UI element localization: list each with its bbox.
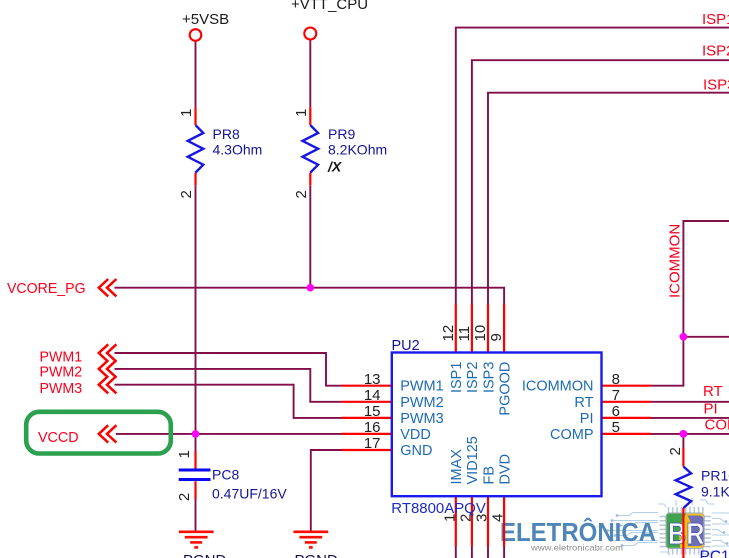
- svg-text:PGND: PGND: [183, 552, 227, 558]
- svg-text:2: 2: [457, 514, 474, 522]
- svg-text:PR8: PR8: [213, 126, 240, 142]
- svg-text:RT: RT: [574, 395, 593, 411]
- svg-text:COMP: COMP: [550, 427, 594, 443]
- svg-text:GND: GND: [400, 443, 432, 459]
- svg-text:PGOOD: PGOOD: [497, 362, 513, 416]
- svg-text:+VTT_CPU: +VTT_CPU: [291, 0, 368, 13]
- svg-text:1: 1: [176, 450, 193, 458]
- svg-text:PWM2: PWM2: [400, 395, 444, 411]
- svg-text:2: 2: [176, 493, 193, 501]
- svg-text:0.47UF/16V: 0.47UF/16V: [212, 485, 287, 501]
- svg-text:10: 10: [472, 325, 489, 342]
- svg-text:VCCD: VCCD: [38, 429, 79, 446]
- svg-text:PWM1: PWM1: [400, 379, 444, 395]
- svg-text:ISP3: ISP3: [481, 362, 497, 393]
- svg-text:ISP1: ISP1: [702, 11, 729, 28]
- svg-text:RT8800APQV: RT8800APQV: [391, 501, 486, 517]
- svg-text:PR10: PR10: [701, 467, 729, 483]
- svg-text:9.1K: 9.1K: [701, 483, 729, 499]
- svg-text:PGND: PGND: [295, 552, 339, 558]
- svg-text:PWM3: PWM3: [400, 411, 444, 427]
- svg-text:VID125: VID125: [465, 436, 481, 484]
- svg-text:13: 13: [364, 371, 381, 388]
- svg-text:2: 2: [667, 447, 684, 455]
- svg-text:4: 4: [490, 514, 507, 522]
- svg-text:14: 14: [364, 387, 381, 404]
- svg-text:9: 9: [488, 333, 505, 341]
- svg-text:ISP2: ISP2: [465, 362, 481, 393]
- svg-text:PI: PI: [704, 400, 718, 417]
- svg-text:FB: FB: [481, 466, 497, 485]
- svg-text:8.2KOhm: 8.2KOhm: [328, 141, 387, 157]
- svg-text:7: 7: [612, 387, 620, 404]
- svg-text:1: 1: [293, 109, 310, 117]
- svg-text:15: 15: [364, 403, 381, 420]
- svg-text:IMAX: IMAX: [449, 449, 465, 485]
- svg-text:ICOMMON: ICOMMON: [667, 224, 684, 298]
- svg-text:PC10: PC10: [700, 549, 729, 558]
- svg-text:2: 2: [293, 190, 310, 198]
- svg-text:PWM2: PWM2: [40, 363, 83, 380]
- svg-text:16: 16: [364, 419, 381, 436]
- svg-text:PU2: PU2: [392, 338, 420, 354]
- svg-text:5: 5: [612, 419, 620, 436]
- svg-text:2: 2: [178, 190, 195, 198]
- svg-text:RT: RT: [703, 383, 723, 400]
- svg-text:PC8: PC8: [212, 466, 239, 482]
- svg-text:6: 6: [612, 403, 620, 420]
- svg-text:PR9: PR9: [328, 126, 355, 142]
- svg-text:PWM3: PWM3: [40, 380, 83, 397]
- svg-text:ISP2: ISP2: [702, 43, 729, 60]
- svg-text:BR: BR: [668, 516, 705, 551]
- svg-text:ISP3: ISP3: [703, 77, 729, 94]
- svg-text:1: 1: [441, 514, 458, 522]
- svg-text:DVD: DVD: [497, 454, 513, 485]
- svg-text:PWM1: PWM1: [40, 348, 83, 365]
- svg-text:www.eletronicabr.com: www.eletronicabr.com: [530, 543, 623, 553]
- svg-text:4.3Ohm: 4.3Ohm: [213, 141, 263, 157]
- svg-text:COMP: COMP: [705, 417, 729, 434]
- svg-text:1: 1: [178, 109, 195, 117]
- svg-text:+5VSB: +5VSB: [182, 11, 229, 28]
- svg-text:ICOMMON: ICOMMON: [522, 379, 594, 395]
- svg-text:ISP1: ISP1: [449, 362, 465, 393]
- svg-text:/X: /X: [327, 159, 343, 175]
- svg-text:VCORE_PG: VCORE_PG: [7, 280, 86, 297]
- svg-text:ELETRÔNICA: ELETRÔNICA: [500, 517, 656, 547]
- svg-text:17: 17: [364, 435, 381, 452]
- svg-text:12: 12: [440, 325, 457, 342]
- svg-text:8: 8: [612, 371, 620, 388]
- svg-text:11: 11: [456, 326, 473, 342]
- svg-text:3: 3: [474, 514, 491, 522]
- svg-text:VDD: VDD: [400, 427, 431, 443]
- svg-text:PI: PI: [580, 411, 594, 427]
